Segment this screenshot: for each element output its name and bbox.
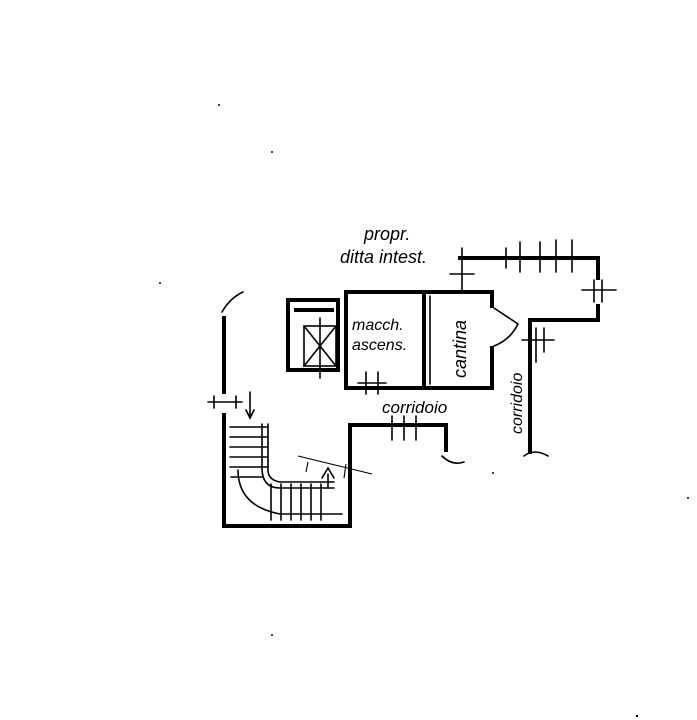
machine-room-and-cellar	[344, 290, 520, 395]
elevator-shaft	[286, 298, 340, 379]
cellar-label: cantina	[450, 320, 470, 378]
corridor-label-side: corridoio	[509, 373, 526, 434]
boundary-wall-upper-right	[449, 239, 617, 457]
owner-label-line2: ditta intest.	[340, 247, 427, 267]
scan-specks	[159, 104, 689, 718]
corridor-label-main: corridoio	[382, 398, 447, 417]
corridor-wall-lower	[348, 415, 465, 527]
stair-steps	[229, 426, 322, 521]
owner-label-line1: propr.	[363, 224, 410, 244]
machine-room-label-line1: macch.	[352, 317, 404, 334]
stair-direction-arrow	[297, 455, 373, 489]
machine-room-label-line2: ascens.	[352, 337, 407, 354]
